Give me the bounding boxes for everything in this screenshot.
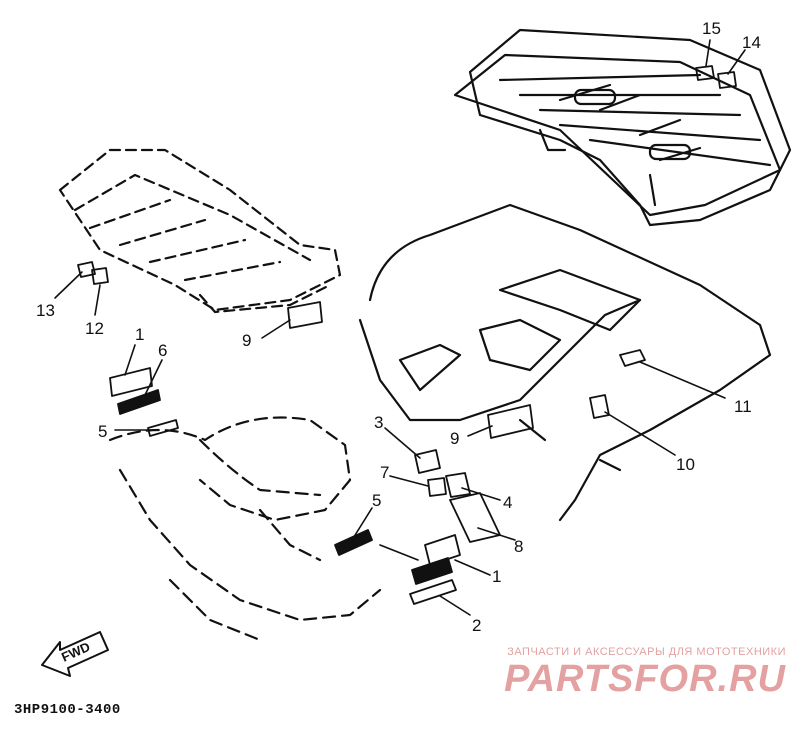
callout-9-upper: 9 xyxy=(242,331,251,350)
callout-9-lower: 9 xyxy=(450,429,459,448)
callout-7: 7 xyxy=(380,463,389,482)
fwd-arrow-label: FWD xyxy=(59,639,92,665)
diagram-code: 3HP9100-3400 xyxy=(14,702,121,718)
callout-5-left: 5 xyxy=(98,422,107,441)
front-carrier-rack xyxy=(58,148,342,314)
callout-1-lower: 1 xyxy=(492,567,501,586)
watermark-tagline: ЗАПЧАСТИ И АКСЕССУАРЫ ДЛЯ МОТОТЕХНИКИ xyxy=(507,646,786,658)
callout-11: 11 xyxy=(734,397,752,416)
callout-4: 4 xyxy=(503,493,512,512)
callout-10: 10 xyxy=(676,455,695,474)
decal-parts xyxy=(77,65,737,605)
part-callouts: 1 6 5 13 12 9 3 7 5 4 8 1 2 9 11 10 15 1… xyxy=(36,19,761,665)
watermark-logo: PARTSFOR.RU xyxy=(504,658,786,700)
rear-fender xyxy=(358,203,772,522)
front-body xyxy=(108,416,382,642)
callout-13: 13 xyxy=(36,301,55,320)
callout-2: 2 xyxy=(472,616,481,635)
callout-14: 14 xyxy=(742,33,761,52)
callout-5-center: 5 xyxy=(372,491,381,510)
callout-1-top: 1 xyxy=(135,325,144,344)
callout-6: 6 xyxy=(158,341,167,360)
callout-3: 3 xyxy=(374,413,383,432)
fwd-direction-arrow xyxy=(41,631,109,677)
callout-15: 15 xyxy=(702,19,721,38)
leader-lines xyxy=(54,39,746,616)
rear-carrier-rack xyxy=(453,28,792,227)
callout-8: 8 xyxy=(514,537,523,556)
callout-12: 12 xyxy=(85,319,104,338)
